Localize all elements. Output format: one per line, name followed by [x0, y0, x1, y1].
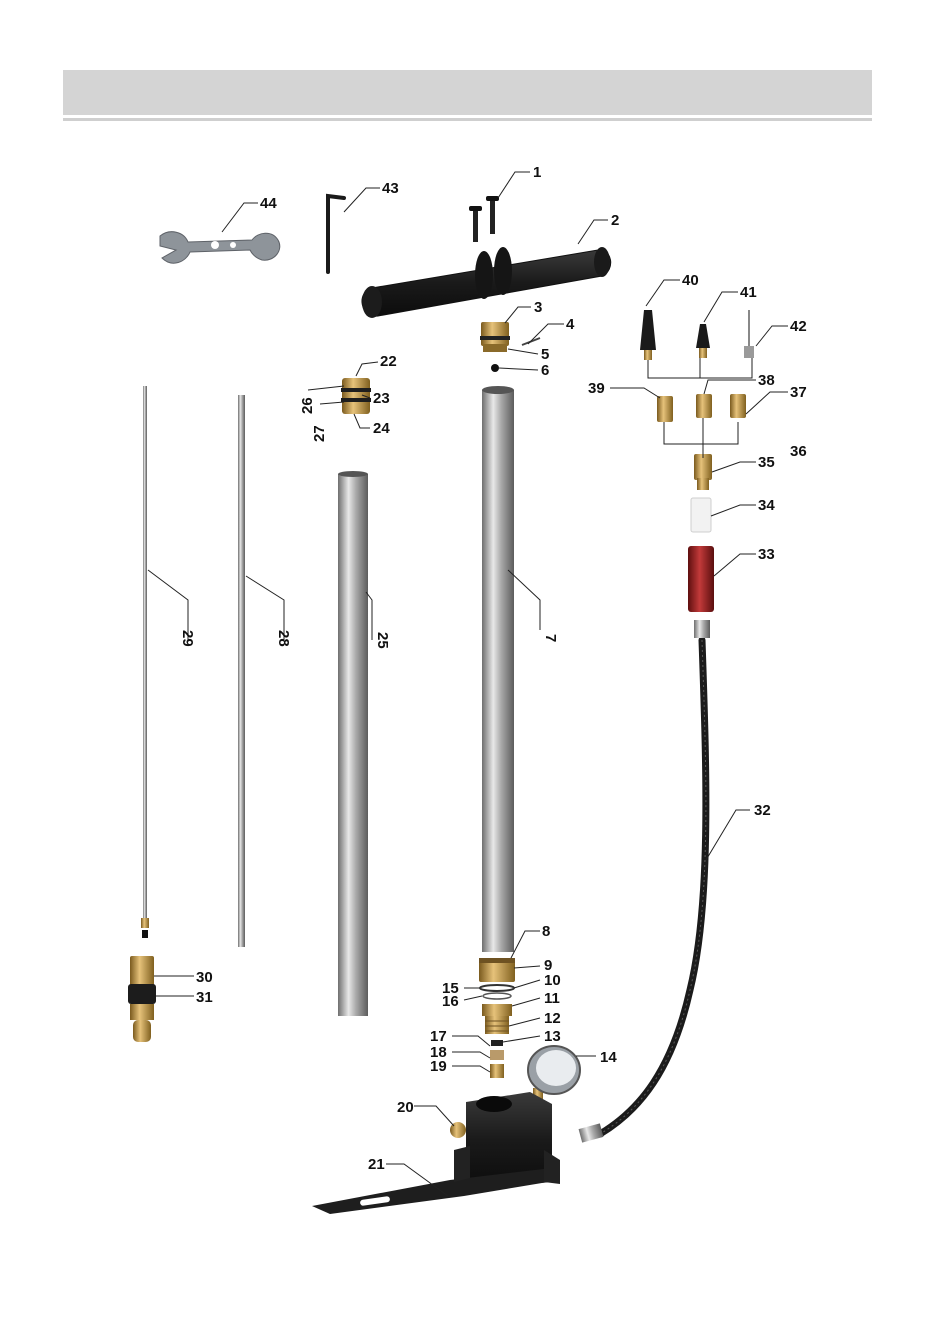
part-20-21-base	[312, 1092, 560, 1214]
label-41: 41	[740, 284, 757, 301]
label-12: 12	[544, 1010, 561, 1027]
label-19: 19	[430, 1058, 447, 1075]
label-28: 28	[275, 630, 292, 647]
part-44-wrench	[160, 232, 280, 263]
part-30-31-connector	[128, 956, 156, 1042]
label-42: 42	[790, 318, 807, 335]
label-22: 22	[380, 353, 397, 370]
part-7-main-tube	[482, 386, 514, 952]
label-13: 13	[544, 1028, 561, 1045]
label-4: 4	[566, 316, 575, 333]
label-27: 27	[311, 425, 328, 442]
label-24: 24	[373, 420, 390, 437]
part-28-threaded-rod	[238, 395, 245, 947]
part-29-thin-rod	[141, 386, 149, 938]
label-17: 17	[430, 1028, 447, 1045]
label-20: 20	[397, 1099, 414, 1116]
label-37: 37	[790, 384, 807, 401]
label-30: 30	[196, 969, 213, 986]
part-3-top-cap	[480, 322, 510, 352]
label-23: 23	[373, 390, 390, 407]
part-40-41-42-nozzles	[640, 310, 754, 360]
label-39: 39	[588, 380, 605, 397]
label-44: 44	[260, 195, 277, 212]
part-1-screws	[469, 196, 499, 242]
part-10-washers	[480, 985, 514, 999]
label-32: 32	[754, 802, 771, 819]
label-31: 31	[196, 989, 213, 1006]
label-2: 2	[611, 212, 619, 229]
part-43-hex-key	[328, 196, 344, 272]
part-33-red-filter	[688, 546, 714, 612]
part-11-valve-body	[482, 1004, 512, 1034]
label-35: 35	[758, 454, 775, 471]
label-16: 16	[442, 993, 459, 1010]
label-25: 25	[374, 632, 391, 649]
label-34: 34	[758, 497, 775, 514]
label-14: 14	[600, 1049, 617, 1066]
label-1: 1	[533, 164, 541, 181]
label-3: 3	[534, 299, 542, 316]
label-43: 43	[382, 180, 399, 197]
part-13-small-parts	[490, 1040, 504, 1078]
label-6: 6	[541, 362, 549, 379]
part-6-ball	[491, 364, 499, 372]
label-36: 36	[790, 443, 807, 460]
part-37-38-39-adapters	[657, 394, 746, 422]
label-21: 21	[368, 1156, 385, 1173]
label-29: 29	[179, 630, 196, 647]
label-5: 5	[541, 346, 549, 363]
part-35-coupler	[694, 454, 712, 490]
label-33: 33	[758, 546, 775, 563]
part-25-inner-tube	[338, 471, 368, 1016]
part-34-white-filter	[691, 498, 711, 532]
label-10: 10	[544, 972, 561, 989]
label-8: 8	[542, 923, 550, 940]
label-38: 38	[758, 372, 775, 389]
part-22-piston	[341, 378, 371, 414]
part-8-lower-nut	[479, 958, 515, 982]
label-26: 26	[299, 397, 316, 414]
part-2-handle	[362, 247, 611, 318]
part-32-hose	[579, 620, 710, 1143]
label-40: 40	[682, 272, 699, 289]
label-11: 11	[544, 990, 560, 1007]
label-7: 7	[542, 634, 559, 642]
